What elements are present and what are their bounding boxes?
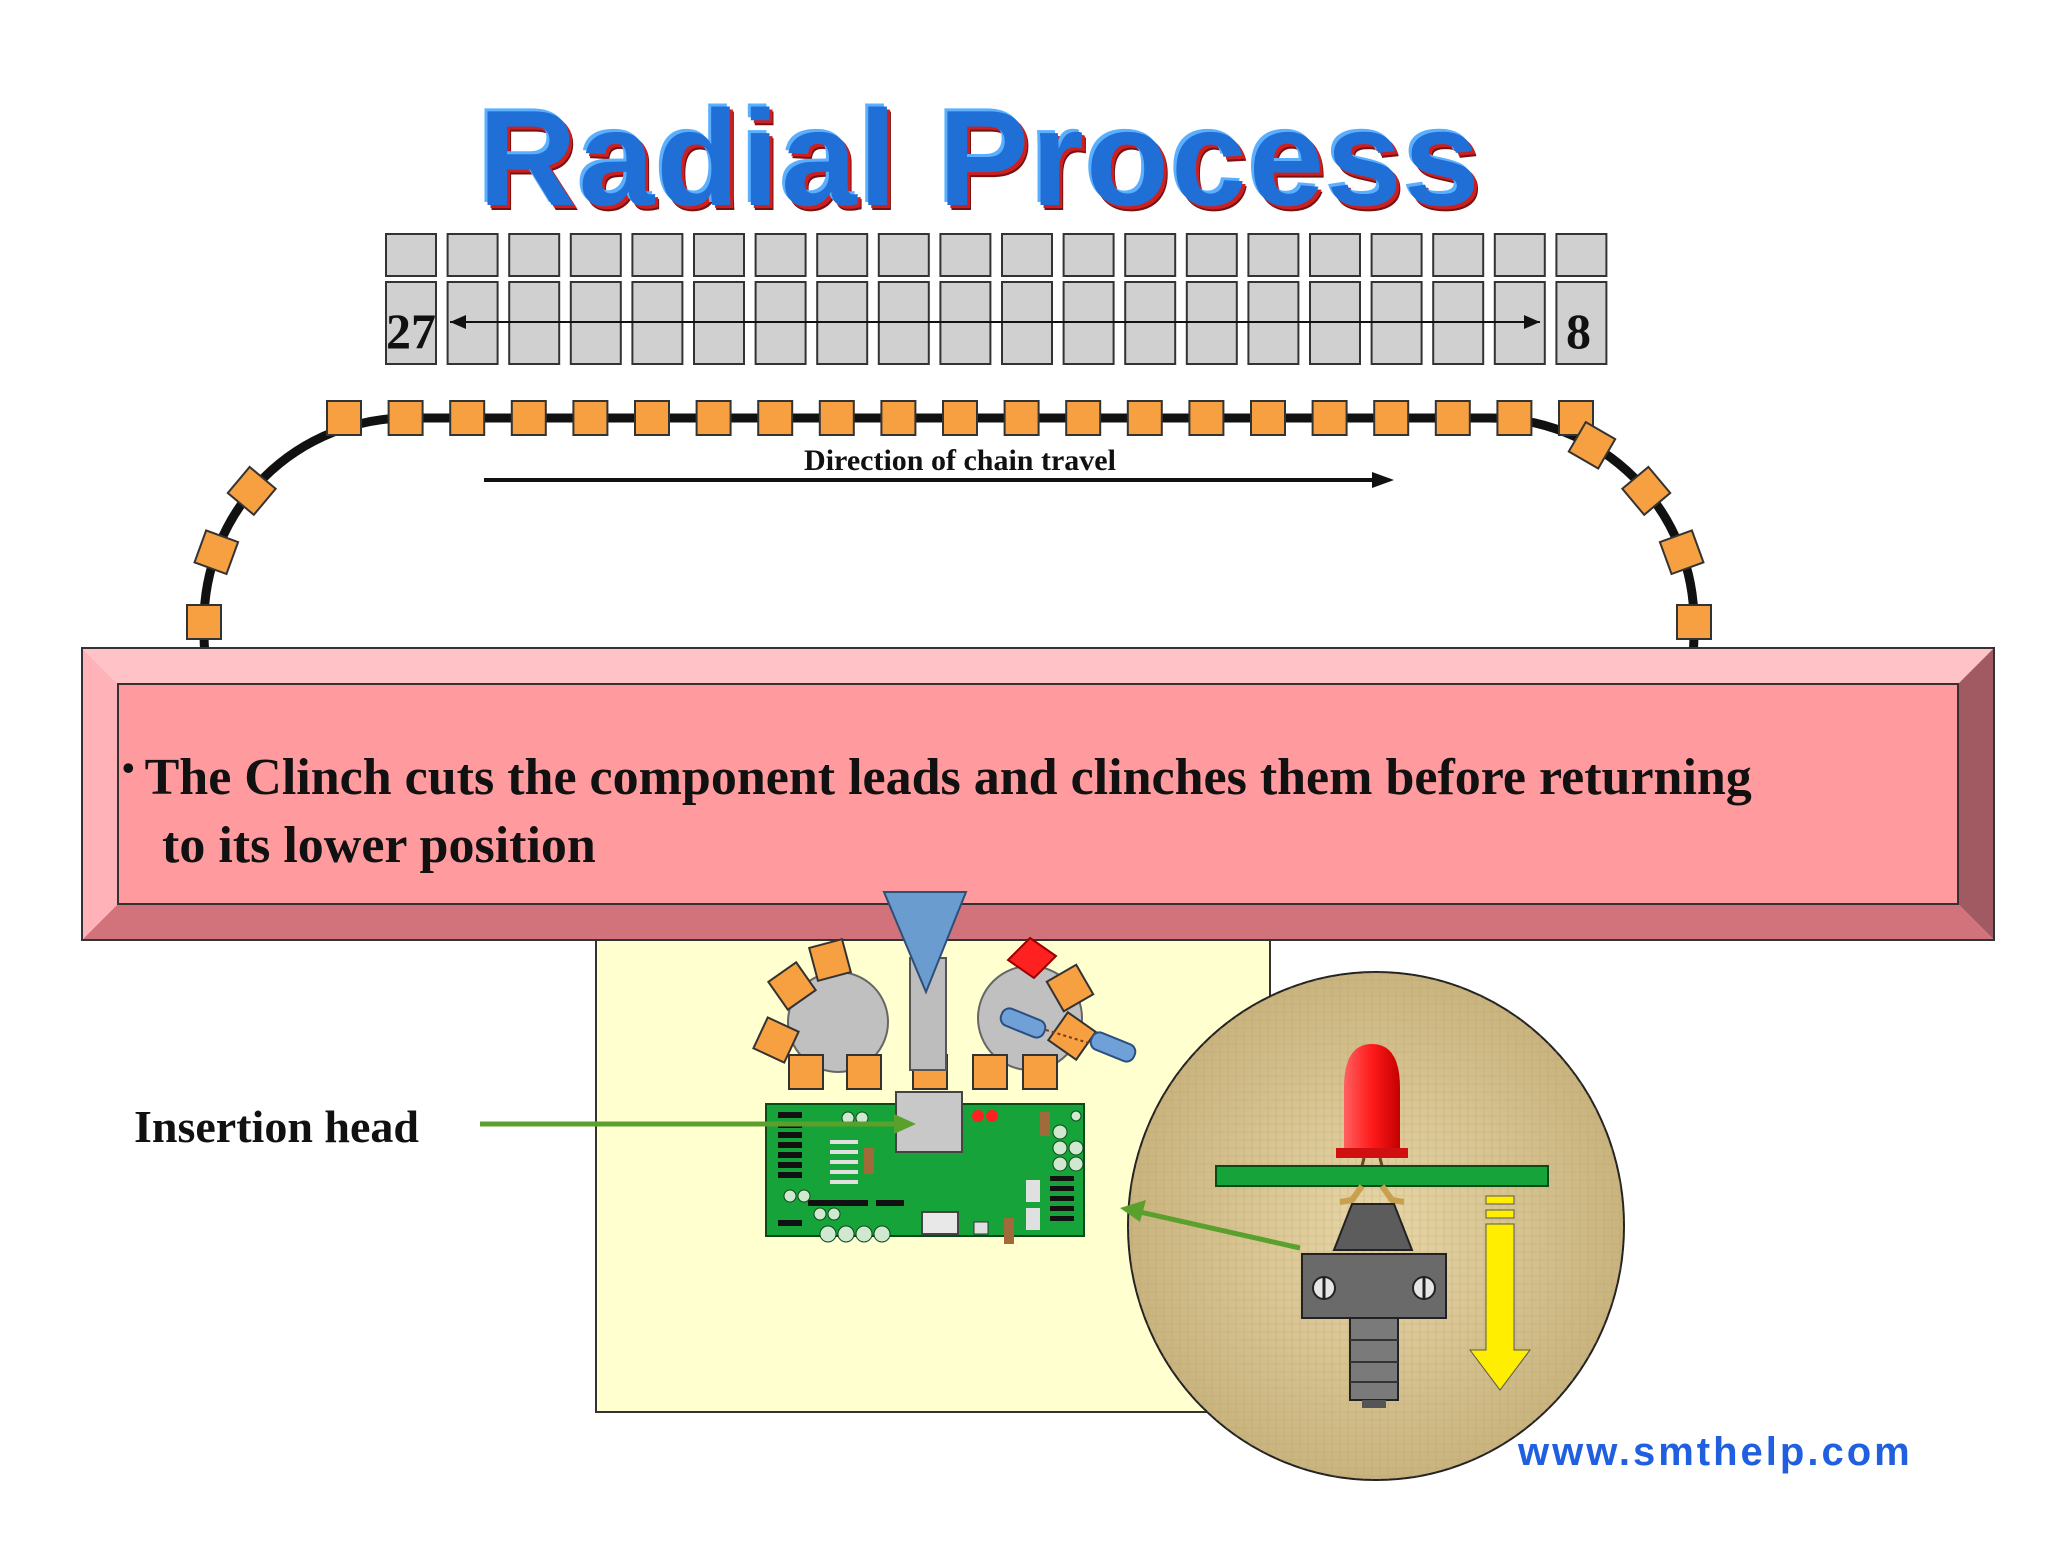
- chain-link: [572, 400, 609, 436]
- chain-link: [634, 400, 670, 436]
- clinched-lead-right: [1379, 1184, 1405, 1205]
- chain-link: [1567, 420, 1617, 470]
- radial-capacitor: [999, 1007, 1137, 1063]
- clinch-tool: [1332, 1203, 1414, 1251]
- magazine-top-cell: [1185, 233, 1238, 277]
- magazine-top-cell: [816, 233, 869, 277]
- chain-link: [387, 400, 424, 436]
- chain-link: [449, 400, 486, 436]
- insertion-head-pointer: [882, 891, 968, 995]
- sprocket-link: [752, 1016, 800, 1064]
- chain-link: [1126, 400, 1163, 436]
- sprocket-link: [1022, 1054, 1058, 1090]
- sprocket-link: [807, 937, 853, 983]
- chain-link: [186, 604, 222, 640]
- sprocket-link: [1045, 963, 1095, 1013]
- component-magazine: [385, 233, 1608, 365]
- magazine-top-cell: [1124, 233, 1177, 277]
- sprocket-link: [972, 1054, 1008, 1090]
- callout-text: •The Clinch cuts the component leads and…: [122, 734, 1922, 880]
- magazine-arrow-right: [1524, 315, 1540, 329]
- magazine-top-cell: [1370, 233, 1423, 277]
- chain-link: [880, 400, 917, 436]
- sprocket-link: [788, 1054, 824, 1090]
- clinch-detail-view: [1127, 971, 1625, 1481]
- chain-link: [326, 400, 362, 436]
- magazine-top-cell: [1247, 233, 1300, 277]
- chain-direction-label: Direction of chain travel: [804, 444, 1116, 477]
- magazine-top-cell: [631, 233, 684, 277]
- magazine-right-number: 8: [1566, 303, 1591, 359]
- magazine-top-cell: [1555, 233, 1608, 277]
- callout-banner: [81, 647, 1995, 941]
- downward-arrow-cap: [1485, 1195, 1515, 1205]
- chain-link: [1065, 400, 1102, 436]
- sprocket-link: [1046, 1010, 1098, 1062]
- bullet: •: [122, 748, 135, 788]
- magazine-top-cell: [508, 233, 561, 277]
- insertion-head-label: Insertion head: [134, 1101, 419, 1152]
- chain-link: [818, 400, 855, 436]
- chain-link: [1250, 400, 1286, 436]
- insertion-head-arrowhead: [894, 1114, 916, 1134]
- magazine-arrow-left: [450, 315, 466, 329]
- chain-link: [942, 400, 978, 436]
- magazine-top-cell: [877, 233, 930, 277]
- magazine-bottom-cell: [385, 281, 437, 365]
- magazine-bottom-cell: [1555, 281, 1608, 365]
- magazine-top-cell: [1062, 233, 1115, 277]
- clinched-lead-left: [1339, 1184, 1365, 1205]
- chain-link: [1434, 400, 1471, 436]
- chain-link: [1676, 604, 1712, 640]
- chain-link: [226, 465, 278, 517]
- clinch-shaft: [1349, 1317, 1399, 1401]
- pcb-board: [765, 1091, 1085, 1244]
- chain-link: [1373, 400, 1410, 436]
- chain-link: [1620, 465, 1672, 517]
- downward-arrow-icon: [1469, 1223, 1531, 1391]
- led-component: [1344, 1044, 1400, 1150]
- detail-pointer-arrowhead: [1120, 1200, 1146, 1222]
- magazine-top-cell: [1309, 233, 1361, 277]
- chain-link: [757, 400, 794, 436]
- magazine-top-cell: [569, 233, 622, 277]
- chain-link: [1311, 400, 1348, 436]
- callout-line-2: to its lower position: [162, 817, 596, 874]
- chain-link: [510, 400, 547, 436]
- magazine-top-cell: [939, 233, 992, 277]
- magazine-left-number: 27: [386, 303, 436, 359]
- magazine-top-cell: [754, 233, 807, 277]
- magazine-top-cell: [693, 233, 745, 277]
- magazine-top-cell: [1432, 233, 1485, 277]
- chain-link: [1658, 529, 1705, 576]
- magazine-top-cell: [1493, 233, 1546, 277]
- sprocket-link: [766, 960, 818, 1012]
- chain-link: [193, 529, 240, 576]
- slide-title: Radial Process: [478, 82, 1482, 234]
- magazine-top-cell: [385, 233, 437, 277]
- website-url[interactable]: www.smthelp.com: [1518, 1430, 1913, 1474]
- chain-link: [695, 400, 732, 436]
- sprocket-link: [846, 1054, 882, 1090]
- callout-line-1: The Clinch cuts the component leads and …: [144, 749, 1752, 806]
- chain-link: [1003, 400, 1040, 436]
- magazine-top-cell: [1001, 233, 1053, 277]
- chain-direction-arrowhead: [1372, 472, 1394, 488]
- detail-pointer-arrow: [1139, 1209, 1301, 1251]
- magazine-top-cell: [446, 233, 499, 277]
- chain-link: [1496, 400, 1533, 436]
- red-component-marker: [1006, 936, 1058, 980]
- pcb-section: [1215, 1165, 1549, 1187]
- chain-link: [1188, 400, 1225, 436]
